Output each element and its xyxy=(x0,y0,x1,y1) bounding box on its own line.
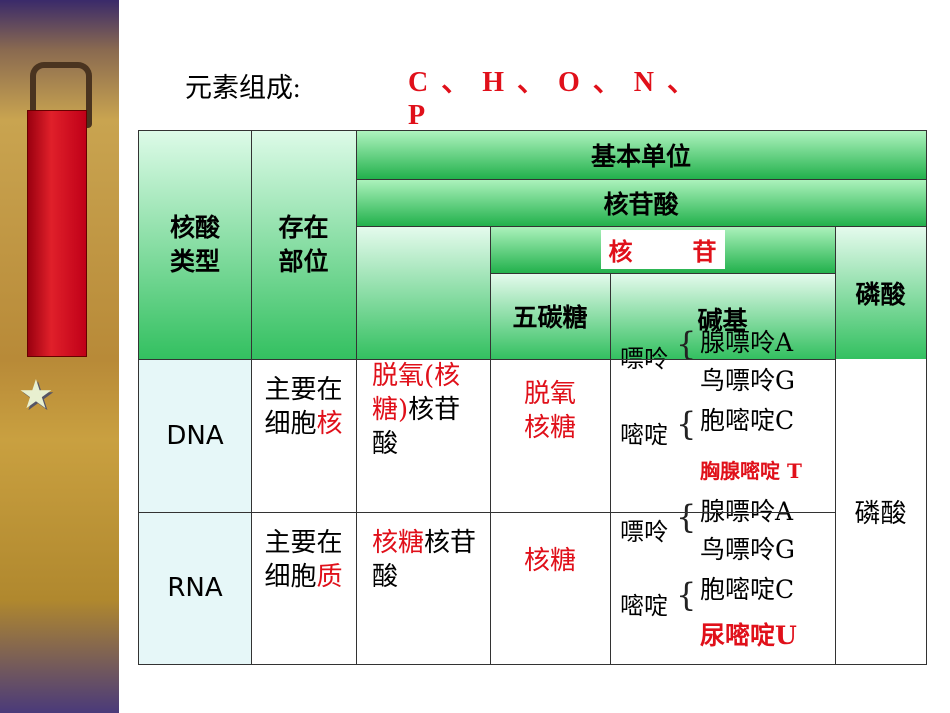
rna-purine-brace: { xyxy=(676,498,697,536)
header-phosphate-label: 磷酸 xyxy=(855,279,906,309)
grid-line xyxy=(139,359,835,360)
rna-pyrimidine-brace: { xyxy=(676,576,697,614)
header-base-label: 碱基 xyxy=(697,306,748,335)
nucleoside-left: 核 xyxy=(608,237,633,266)
dna-type-cell: DNA xyxy=(139,359,251,512)
grid-line xyxy=(490,273,835,274)
rna-purine-a: 腺嘌呤A xyxy=(700,497,794,526)
dna-nucleotide-suffix: 核苷酸 xyxy=(372,395,461,459)
dna-location-cell: 主要在细胞核 xyxy=(251,359,356,512)
header-sugar-label: 五碳糖 xyxy=(512,303,588,332)
header-phosphate-cell: 磷酸 xyxy=(835,226,926,359)
dna-pyrimidine-c: 胞嘧啶C xyxy=(700,406,795,435)
grid-line xyxy=(356,179,926,180)
header-nucleotide-cell: 核苷酸 xyxy=(356,179,926,226)
dna-purine-label: 嘌呤 xyxy=(620,345,668,373)
rna-purine-g: 鸟嘌呤G xyxy=(700,535,795,564)
dna-pyrimidine-label: 嘧啶 xyxy=(620,421,668,449)
star-icon: ★ xyxy=(18,372,54,418)
grid-line xyxy=(139,512,835,513)
decorative-sidebar: ★ xyxy=(0,0,119,713)
grid-line xyxy=(610,273,611,664)
grid-line xyxy=(835,226,836,664)
grid-line xyxy=(356,226,926,227)
rna-nucleotide-cell: 核糖核苷酸 xyxy=(356,512,490,664)
rna-type-cell: RNA xyxy=(139,512,251,664)
rna-purine-label: 嘌呤 xyxy=(620,518,668,546)
header-nucleotide-blank-cell xyxy=(356,226,490,359)
dna-purine-a: 腺嘌呤A xyxy=(700,328,794,357)
header-nucleoside-cell: 核苷 xyxy=(490,226,835,273)
rna-nucleotide-highlight: 核糖 xyxy=(372,528,425,558)
nucleic-acid-table: 核酸类型 存在部位 基本单位 核苷酸 核苷 五碳糖 碱基 磷酸 DNA 主要在细… xyxy=(138,130,927,665)
header-type-cell: 核酸类型 xyxy=(139,131,251,359)
rna-location-prefix: 主要在细胞 xyxy=(264,528,343,592)
ring-handle-decoration xyxy=(30,62,92,128)
dna-location-prefix: 主要在细胞 xyxy=(264,375,343,439)
elements-title: 元素组成: xyxy=(185,73,301,103)
dna-pyrimidine-t: 胸腺嘧啶 T xyxy=(700,459,802,483)
header-nucleotide-label: 核苷酸 xyxy=(603,189,679,219)
phosphate-value: 磷酸 xyxy=(854,499,907,529)
dna-nucleotide-cell: 脱氧(核糖)核苷酸 xyxy=(356,359,490,512)
rna-sugar: 核糖 xyxy=(523,546,576,576)
dna-nucleotide: 脱氧(核糖)核苷酸 xyxy=(372,359,482,461)
rna-nucleotide: 核糖核苷酸 xyxy=(372,526,482,594)
rna-pyrimidine-u: 尿嘧啶U xyxy=(700,621,797,650)
elements-list: C 、 H 、 O 、 N 、 P xyxy=(408,67,696,131)
dna-type-label: DNA xyxy=(166,420,224,451)
dna-purine-brace: { xyxy=(676,325,697,363)
header-location-cell: 存在部位 xyxy=(251,131,356,359)
dna-base-cell: 嘌呤 { 腺嘌呤A 鸟嘌呤G 嘧啶 { 胞嘧啶C 胸腺嘧啶 T xyxy=(610,325,835,512)
phosphate-cell: 磷酸 xyxy=(835,359,926,664)
dna-purine-g: 鸟嘌呤G xyxy=(700,366,795,395)
header-type-label: 核酸类型 xyxy=(169,213,220,276)
header-base-cell: 碱基 xyxy=(610,273,835,359)
dna-sugar: 脱氧核糖 xyxy=(523,379,576,443)
nucleoside-label: 核苷 xyxy=(600,230,725,269)
rna-sugar-cell: 核糖 xyxy=(490,512,610,664)
rna-type-label: RNA xyxy=(167,573,223,603)
dna-nucleotide-highlight: 脱氧(核糖) xyxy=(372,361,461,425)
header-basic-unit-label: 基本单位 xyxy=(590,142,691,171)
rna-location-highlight: 质 xyxy=(316,562,343,592)
dna-location-highlight: 核 xyxy=(316,409,343,439)
dna-location: 主要在细胞核 xyxy=(254,373,354,441)
rna-pyrimidine-c: 胞嘧啶C xyxy=(700,575,795,604)
red-bar-decoration xyxy=(27,110,87,357)
dna-pyrimidine-brace: { xyxy=(676,405,697,443)
rna-location: 主要在细胞质 xyxy=(254,526,354,594)
rna-nucleotide-suffix: 核苷酸 xyxy=(372,528,477,592)
header-basic-unit-cell: 基本单位 xyxy=(356,131,926,179)
header-sugar-cell: 五碳糖 xyxy=(490,273,610,359)
rna-base-cell: 嘌呤 { 腺嘌呤A 鸟嘌呤G 嘧啶 { 胞嘧啶C 尿嘧啶U xyxy=(610,497,835,664)
grid-line xyxy=(251,131,252,664)
grid-line xyxy=(356,131,357,664)
nucleoside-right: 苷 xyxy=(692,237,717,266)
rna-location-cell: 主要在细胞质 xyxy=(251,512,356,664)
grid-line xyxy=(490,226,491,664)
dna-sugar-cell: 脱氧核糖 xyxy=(490,359,610,512)
header-location-label: 存在部位 xyxy=(278,213,329,276)
rna-pyrimidine-label: 嘧啶 xyxy=(620,592,668,620)
